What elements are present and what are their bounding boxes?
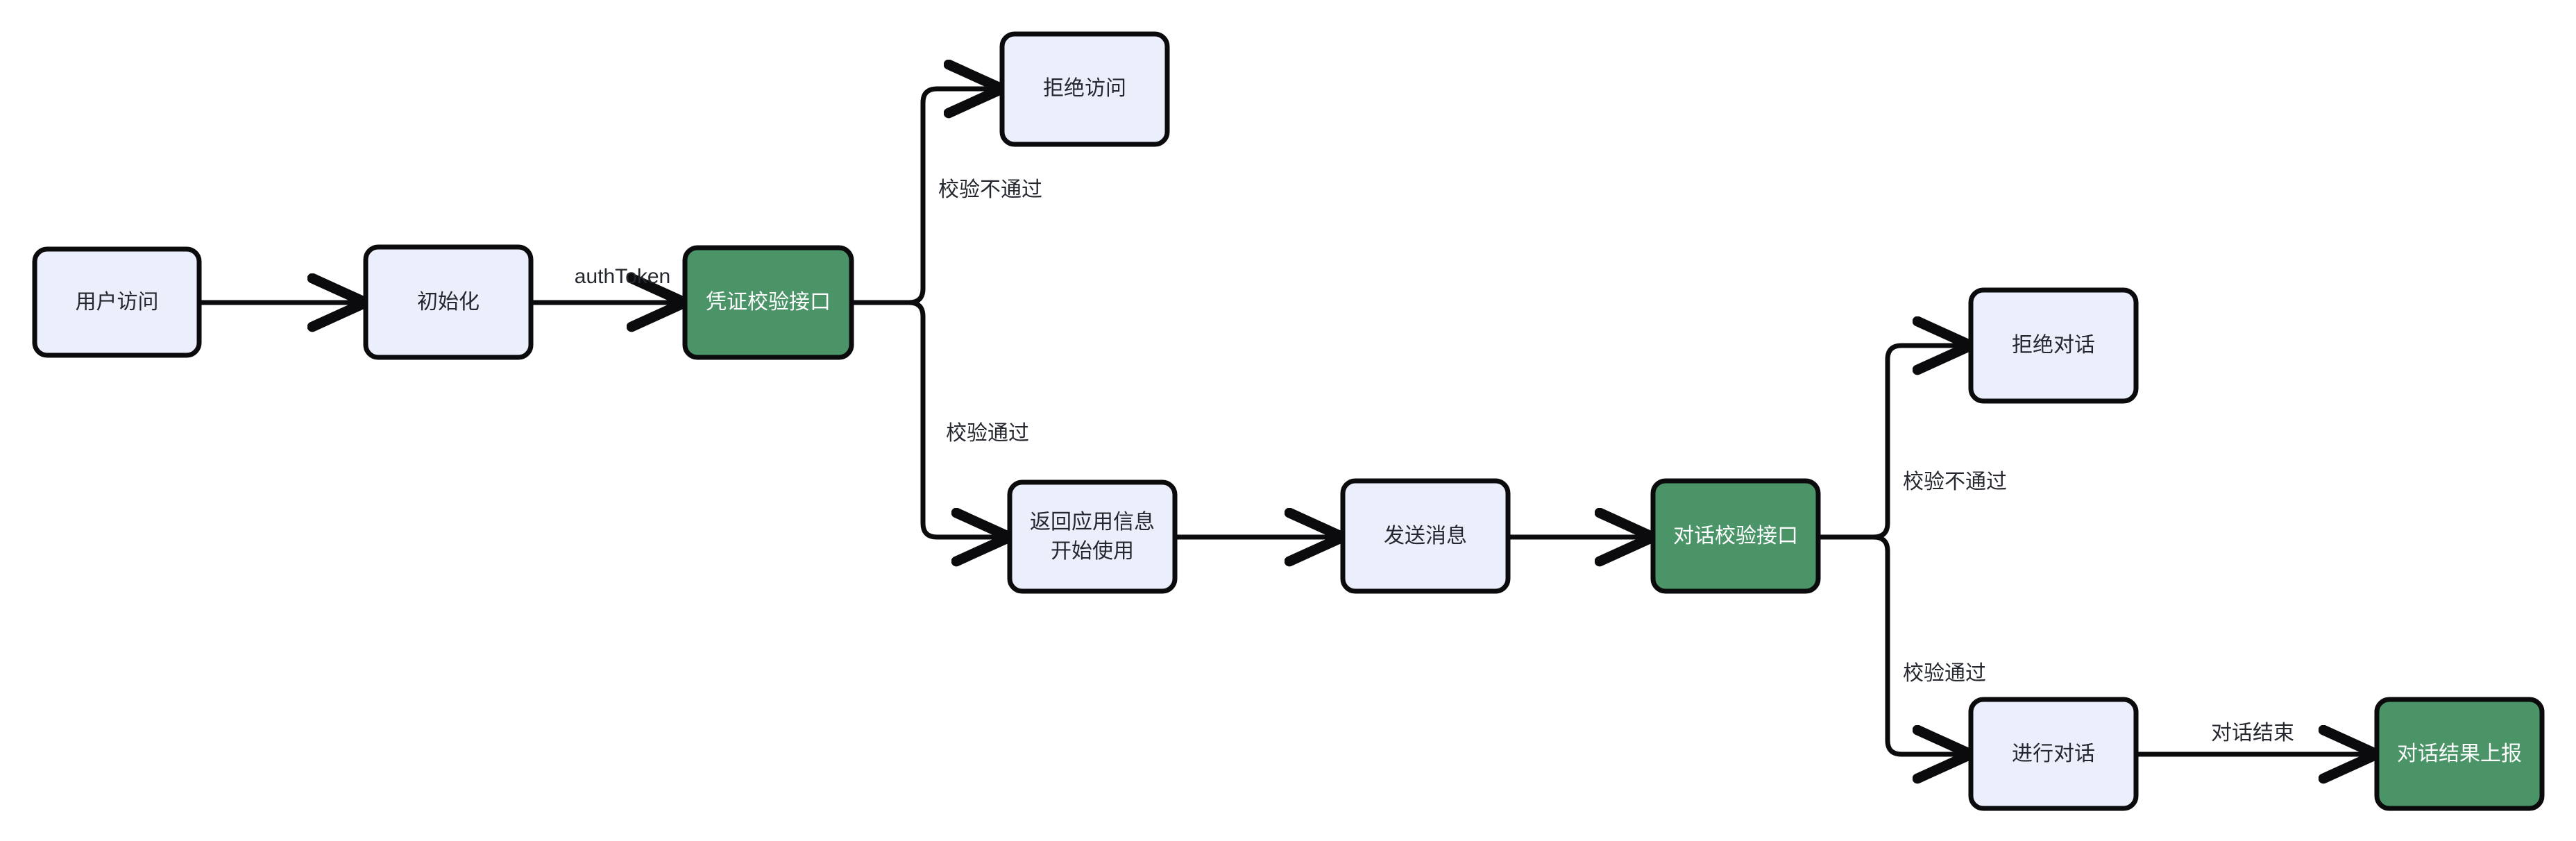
node-return-app-info-label-line1: 返回应用信息 [1030, 511, 1155, 534]
node-do-dialog[interactable]: 进行对话 [1968, 697, 2139, 811]
node-return-app-info-box[interactable] [1007, 479, 1178, 594]
edge-dialog-verify-to-do-dialog [1818, 534, 1966, 754]
edge-label-verify-fail-1: 校验不通过 [938, 178, 1042, 201]
node-credential-verify-box[interactable] [682, 245, 854, 360]
node-deny-access-box[interactable] [999, 31, 1170, 147]
node-report-result-label: 对话结果上报 [2397, 742, 2522, 765]
node-deny-access-label: 拒绝访问 [1043, 77, 1126, 100]
node-credential-verify-label: 凭证校验接口 [706, 291, 831, 314]
node-user-access[interactable]: 用户访问 [32, 246, 202, 358]
node-send-message-label: 发送消息 [1384, 525, 1467, 547]
node-do-dialog-label: 进行对话 [2012, 742, 2095, 765]
node-init[interactable]: 初始化 [363, 244, 534, 360]
edge-dialog-verify-to-deny-dialog [1818, 346, 1966, 540]
node-report-result[interactable]: 对话结果上报 [2374, 697, 2545, 811]
edge-label-verify-pass-1: 校验通过 [946, 422, 1029, 445]
node-user-access-box[interactable] [32, 246, 202, 358]
nodes-layer: 用户访问 初始化 凭证校验接口 拒绝访问 返回应用信息 开始使用 [32, 31, 2545, 811]
edge-labels-layer: authToken 校验不通过 校验通过 校验不通过 校验通过 对话结束 [575, 178, 2294, 745]
node-user-access-label: 用户访问 [76, 291, 159, 314]
node-deny-dialog[interactable]: 拒绝对话 [1968, 287, 2139, 404]
node-send-message-box[interactable] [1340, 478, 1511, 594]
node-send-message[interactable]: 发送消息 [1340, 478, 1511, 594]
node-dialog-verify-box[interactable] [1650, 478, 1821, 594]
edge-label-verify-pass-2: 校验通过 [1903, 662, 1986, 685]
edge-label-verify-fail-2: 校验不通过 [1903, 470, 2007, 493]
edges-layer [199, 89, 2372, 754]
node-dialog-verify[interactable]: 对话校验接口 [1650, 478, 1821, 594]
edge-label-dialog-end: 对话结束 [2211, 722, 2294, 745]
node-return-app-info-label-line2: 开始使用 [1051, 540, 1134, 563]
node-dialog-verify-label: 对话校验接口 [1673, 525, 1798, 547]
node-deny-access[interactable]: 拒绝访问 [999, 31, 1170, 147]
node-report-result-box[interactable] [2374, 697, 2545, 811]
node-do-dialog-box[interactable] [1968, 697, 2139, 811]
node-init-box[interactable] [363, 244, 534, 360]
node-deny-dialog-box[interactable] [1968, 287, 2139, 404]
node-deny-dialog-label: 拒绝对话 [2012, 334, 2095, 357]
node-credential-verify[interactable]: 凭证校验接口 [682, 245, 854, 360]
node-init-label: 初始化 [417, 291, 480, 314]
node-return-app-info[interactable]: 返回应用信息 开始使用 [1007, 479, 1178, 594]
edge-credential-verify-to-return-app-info [851, 300, 1005, 537]
edge-label-auth-token: authToken [575, 265, 670, 288]
